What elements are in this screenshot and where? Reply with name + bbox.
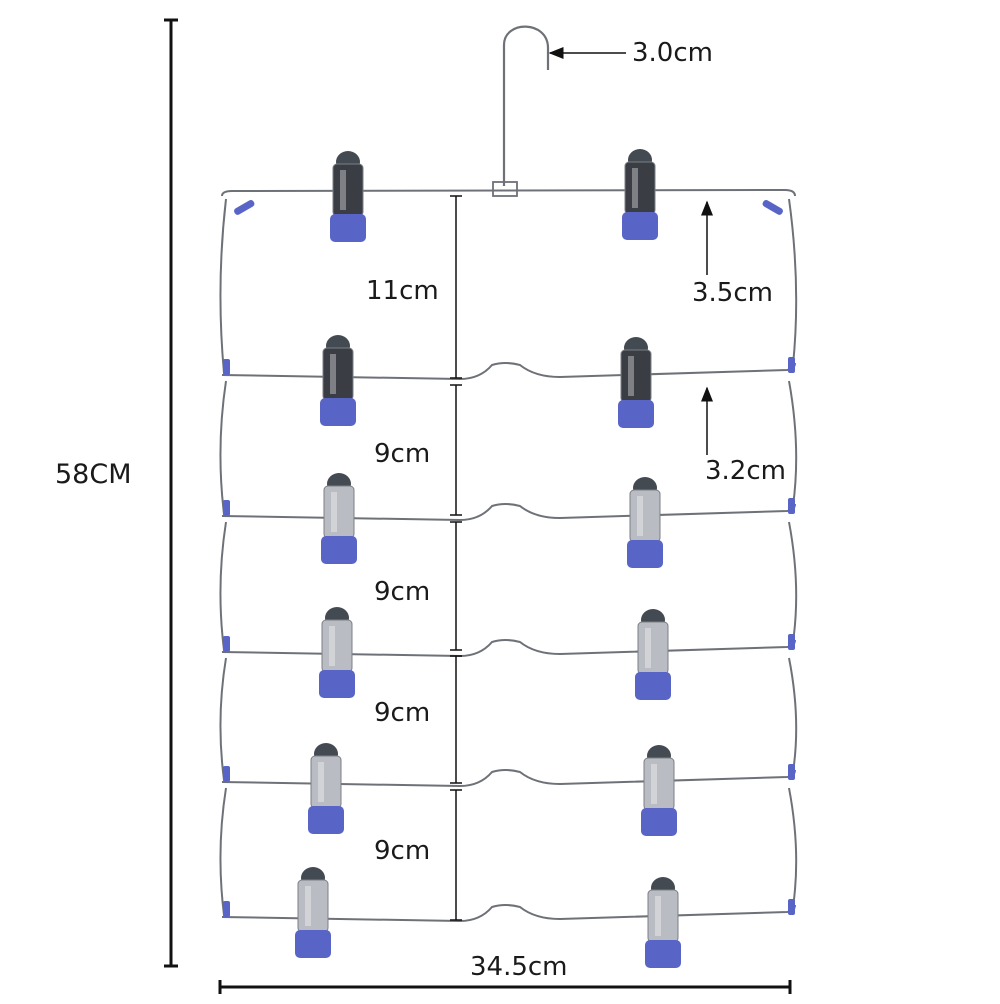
joint-cap-left-3	[223, 636, 230, 652]
joint-cap-right-2	[788, 498, 795, 514]
clip-body	[647, 889, 679, 943]
clip-grip	[635, 672, 671, 700]
clip-highlight	[331, 492, 337, 532]
side-wire-left-2	[219, 380, 227, 515]
clip-highlight	[637, 496, 643, 536]
side-wire-left-5	[219, 787, 227, 916]
clip-tier-5-left	[308, 743, 344, 834]
clip-grip	[295, 930, 331, 958]
clip-tier-3-left	[321, 473, 357, 564]
clip-body	[629, 489, 661, 543]
joint-cap-right-3	[788, 634, 795, 650]
dimension-lines	[164, 18, 792, 994]
overall-height-label: 58CM	[55, 459, 132, 490]
clip-tier-3-right	[627, 477, 663, 568]
clip-highlight	[318, 762, 324, 802]
tier-gap-label-5: 9cm	[374, 836, 431, 866]
clip-highlight	[651, 764, 657, 804]
tier-bar-2	[221, 362, 796, 381]
clip-tier-6-left	[295, 867, 331, 958]
clip-grip	[641, 808, 677, 836]
clip-tier-6-right	[645, 877, 681, 968]
side-wire-right-2	[788, 380, 798, 507]
tier-bar-1	[221, 188, 796, 197]
tier-bar-3	[221, 503, 796, 522]
joint-cap-left-5	[223, 901, 230, 917]
side-wire-right-4	[788, 657, 798, 773]
tier-gap-label-2: 9cm	[374, 439, 431, 469]
clip-gap-second-label: 3.2cm	[705, 456, 786, 486]
clip-tier-2-left	[320, 335, 356, 426]
clip-grip	[308, 806, 344, 834]
side-wire-left-4	[219, 657, 227, 781]
clips	[295, 149, 681, 968]
clip-grip	[320, 398, 356, 426]
clip-tier-1-right	[622, 149, 658, 240]
joint-cap-right-1	[788, 357, 795, 373]
clip-highlight	[632, 168, 638, 208]
clip-highlight	[628, 356, 634, 396]
clip-body	[643, 757, 675, 811]
clip-highlight	[645, 628, 651, 668]
clip-grip	[627, 540, 663, 568]
clip-body	[620, 349, 652, 403]
side-wire-right-3	[788, 521, 798, 643]
tier-bar-4	[221, 639, 796, 658]
clip-body	[310, 755, 342, 809]
clip-grip	[618, 400, 654, 428]
clip-body	[637, 621, 669, 675]
joint-cap-left-1	[223, 359, 230, 375]
clip-tier-4-right	[635, 609, 671, 700]
clip-grip	[321, 536, 357, 564]
clip-body	[322, 347, 354, 401]
tier-gap-label-3: 9cm	[374, 577, 431, 607]
joint-cap-left-2	[223, 500, 230, 516]
hook-opening-label: 3.0cm	[632, 38, 713, 68]
clip-highlight	[305, 886, 311, 926]
side-wire-left-1	[219, 198, 227, 374]
tier-gap-label-1: 11cm	[366, 276, 439, 306]
clip-grip	[622, 212, 658, 240]
clip-body	[624, 161, 656, 215]
clip-tier-1-left	[330, 151, 366, 242]
overall-width-label: 34.5cm	[470, 952, 568, 982]
hook-bracket	[492, 181, 518, 197]
clip-grip	[319, 670, 355, 698]
side-wire-right-1	[788, 198, 798, 366]
tier-bar-5	[221, 769, 796, 788]
clip-body	[332, 163, 364, 217]
wire-frame	[219, 25, 798, 923]
clip-grip	[645, 940, 681, 968]
clip-grip	[330, 214, 366, 242]
clip-tier-4-left	[319, 607, 355, 698]
tier-gap-label-4: 9cm	[374, 698, 431, 728]
clip-body	[323, 485, 355, 539]
clip-highlight	[655, 896, 661, 936]
top-cap-right	[762, 200, 783, 215]
clip-body	[321, 619, 353, 673]
clip-tier-5-right	[641, 745, 677, 836]
top-cap-left	[234, 200, 255, 215]
joint-cap-left-4	[223, 766, 230, 782]
joint-cap-right-4	[788, 764, 795, 780]
clip-gap-top-label: 3.5cm	[692, 278, 773, 308]
clip-highlight	[340, 170, 346, 210]
side-wire-left-3	[219, 521, 227, 651]
clip-tier-2-right	[618, 337, 654, 428]
joint-cap-right-5	[788, 899, 795, 915]
hook	[502, 25, 550, 186]
clip-highlight	[330, 354, 336, 394]
side-wire-right-5	[788, 787, 798, 908]
clip-body	[297, 879, 329, 933]
clip-highlight	[329, 626, 335, 666]
